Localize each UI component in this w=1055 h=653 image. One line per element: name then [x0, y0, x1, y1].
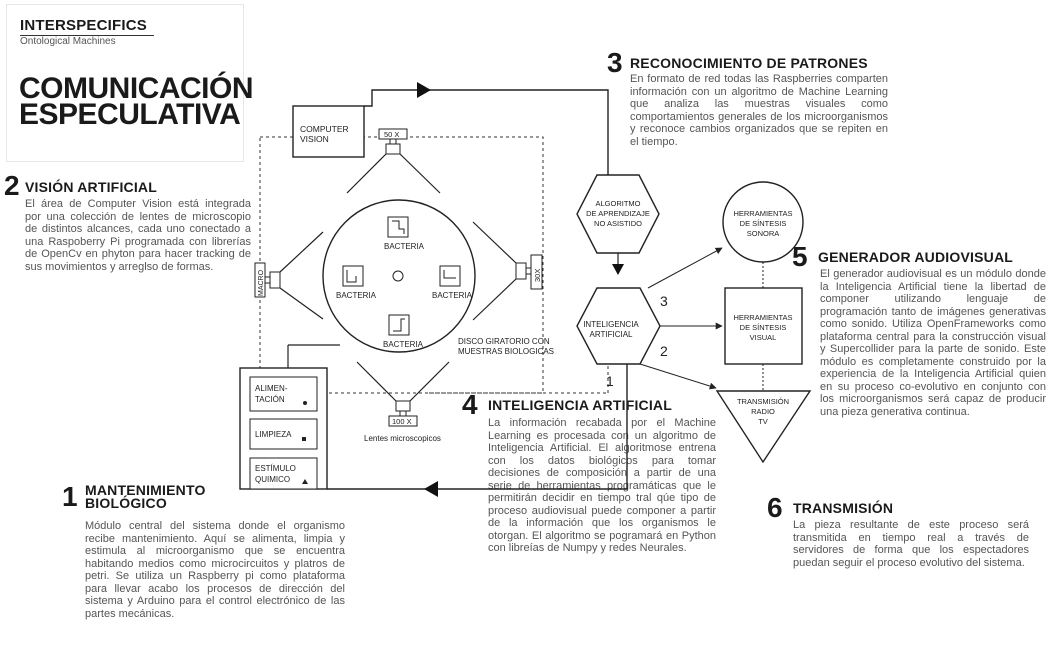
page-title: COMUNICACIÓN ESPECULATIVA — [19, 72, 254, 131]
visual-label-2: DE SÍNTESIS — [740, 323, 787, 332]
section-3-title: RECONOCIMIENTO DE PATRONES — [630, 55, 868, 71]
edge-label-3: 3 — [660, 293, 668, 309]
section-3-text: En formato de red todas las Raspberries … — [630, 73, 888, 148]
stimulus-label-2: QUIMICO — [255, 475, 290, 484]
lens-left — [254, 231, 324, 320]
lentes-label: Lentes microscopicos — [364, 434, 441, 443]
stimulus-button-box — [249, 457, 318, 490]
section-2-text: El área de Computer Vision está integrad… — [25, 198, 251, 273]
cv-to-algorithm-line — [364, 89, 609, 175]
section-5-number: 5 — [792, 241, 808, 272]
section-6-title: TRANSMISIÓN — [793, 500, 894, 516]
sonora-label-2: DE SÍNTESIS — [740, 219, 787, 228]
lens-bottom-label: 100 X — [392, 417, 412, 426]
stimulus-triangle-icon — [302, 479, 308, 484]
computer-vision-label-1: COMPUTER — [300, 124, 349, 134]
ai-to-panel-line — [327, 342, 628, 490]
sonora-label-3: SONORA — [747, 229, 780, 238]
clean-square-icon — [302, 437, 306, 441]
bacteria-label-bottom: BACTERIA — [383, 340, 424, 349]
algorithm-label-2: DE APRENDIZAJE — [586, 209, 650, 218]
lens-bottom — [356, 361, 450, 427]
ai-to-tv-arrow — [639, 363, 717, 390]
brand-name: INTERSPECIFICS — [20, 17, 147, 34]
bacteria-icon-bottom — [388, 314, 410, 336]
stimulus-label-1: ESTÍMULO — [255, 464, 296, 473]
disc-label-1: DISCO GIRATORIO CON — [458, 337, 550, 346]
section-5-title: GENERADOR AUDIOVISUAL — [818, 249, 1014, 265]
section-4-title: INTELIGENCIA ARTIFICIAL — [488, 397, 672, 413]
algorithm-label-3: NO ASISTIDO — [594, 219, 642, 228]
brand-subtitle: Ontological Machines — [20, 36, 116, 47]
section-6-number: 6 — [767, 492, 783, 523]
clean-label: LIMPIEZA — [255, 430, 292, 439]
section-1-number: 1 — [62, 481, 78, 512]
computer-vision-label-2: VISION — [300, 134, 329, 144]
arrow-head-bottom — [424, 481, 438, 497]
bacteria-label-top: BACTERIA — [384, 242, 425, 251]
ai-to-sonora-arrow — [647, 247, 723, 289]
lens-top-label: 50 X — [384, 130, 399, 139]
bacteria-icon-right — [439, 265, 461, 287]
bacteria-icon-top — [387, 216, 409, 238]
lens-right-label: 30X — [533, 269, 542, 282]
bacteria-icon-left — [342, 265, 364, 287]
section-4-number: 4 — [462, 389, 478, 420]
disc-label-2: MUESTRAS BIOLOGICAS — [458, 347, 554, 356]
lens-left-label: MACRO — [258, 269, 265, 296]
section-5-text: El generador audiovisual es un módulo do… — [820, 268, 1046, 418]
section-2-title: VISIÓN ARTIFICIAL — [25, 179, 157, 195]
section-1-title: MANTENIMIENTO BIOLÓGICO — [85, 482, 206, 511]
edge-label-2: 2 — [660, 343, 668, 359]
visual-label-1: HERRAMIENTAS — [733, 313, 792, 322]
feed-label-1: ALIMEN- — [255, 384, 288, 393]
section-3-number: 3 — [607, 47, 623, 78]
sonora-label-1: HERRAMIENTAS — [733, 209, 792, 218]
transmission-triangle — [715, 390, 812, 464]
tv-label-1: TRANSMISIÓN — [737, 397, 789, 406]
feed-dot-icon — [303, 401, 307, 405]
header-card — [6, 4, 244, 162]
clean-button-box — [249, 418, 318, 450]
bacteria-label-left: BACTERIA — [336, 291, 377, 300]
arrow-head-down — [612, 264, 624, 275]
arrow-head-top — [417, 82, 431, 98]
feed-label-2: TACIÓN — [255, 395, 285, 404]
computer-vision-box — [292, 105, 365, 158]
section-2-number: 2 — [4, 170, 20, 201]
visual-label-3: VISUAL — [750, 333, 777, 342]
edge-label-1: 1 — [606, 373, 614, 389]
section-1-text: Módulo central del sistema donde el orga… — [85, 520, 345, 620]
ai-label-1: INTELIGENCIA — [583, 320, 639, 329]
algorithm-label-1: ALGORITMO — [595, 199, 640, 208]
disc-center — [392, 270, 404, 282]
algorithm-hexagon — [576, 174, 660, 254]
tv-label-2: RADIO — [751, 407, 775, 416]
lens-top — [346, 128, 441, 194]
brand-underline — [20, 35, 154, 36]
visual-box — [724, 287, 803, 365]
bacteria-label-right: BACTERIA — [432, 291, 473, 300]
feed-button-box — [249, 376, 318, 412]
lens-right — [472, 221, 543, 321]
tv-label-3: TV — [758, 417, 768, 426]
section-6-text: La pieza resultante de este proceso será… — [793, 519, 1029, 569]
section-4-text: La información recabada por el Machine L… — [488, 417, 716, 554]
ai-label-2: ARTIFICIAL — [590, 330, 634, 339]
